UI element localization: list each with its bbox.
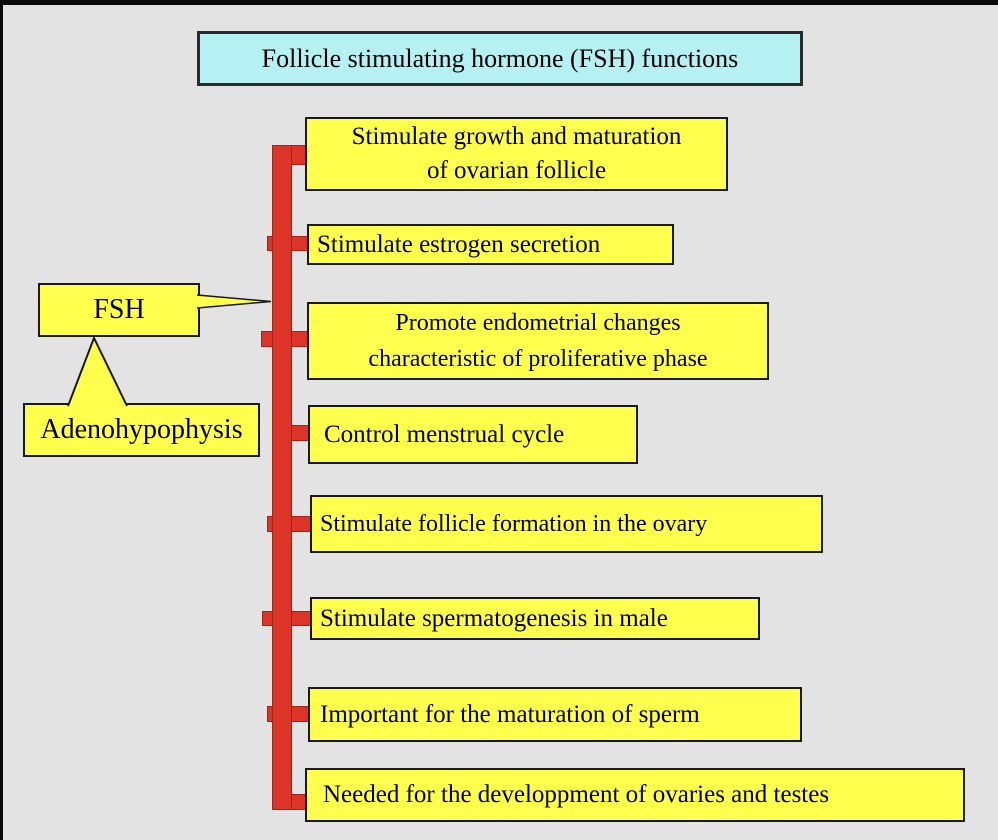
function-box-6: Stimulate spermatogenesis in male [310, 597, 760, 640]
frame-border-top [0, 0, 998, 5]
diagram-title: Follicle stimulating hormone (FSH) funct… [197, 31, 803, 86]
function-box-8: Needed for the developpment of ovaries a… [305, 768, 965, 822]
function-box-5: Stimulate follicle formation in the ovar… [310, 495, 823, 553]
function-box-7: Important for the maturation of sperm [308, 687, 802, 742]
adenohypophysis-pointer [67, 335, 128, 407]
function-box-1: Stimulate growth and maturation of ovari… [305, 117, 728, 191]
frame-border-left [0, 0, 3, 840]
function-box-4: Control menstrual cycle [308, 405, 638, 464]
function-box-2: Stimulate estrogen secretion [307, 224, 674, 265]
function-box-3: Promote endometrial changes characterist… [307, 302, 769, 380]
adenohypophysis-label-box: Adenohypophysis [23, 403, 260, 457]
connector-trunk [272, 145, 292, 810]
fsh-callout-tail [196, 294, 272, 309]
fsh-label-box: FSH [38, 283, 200, 337]
